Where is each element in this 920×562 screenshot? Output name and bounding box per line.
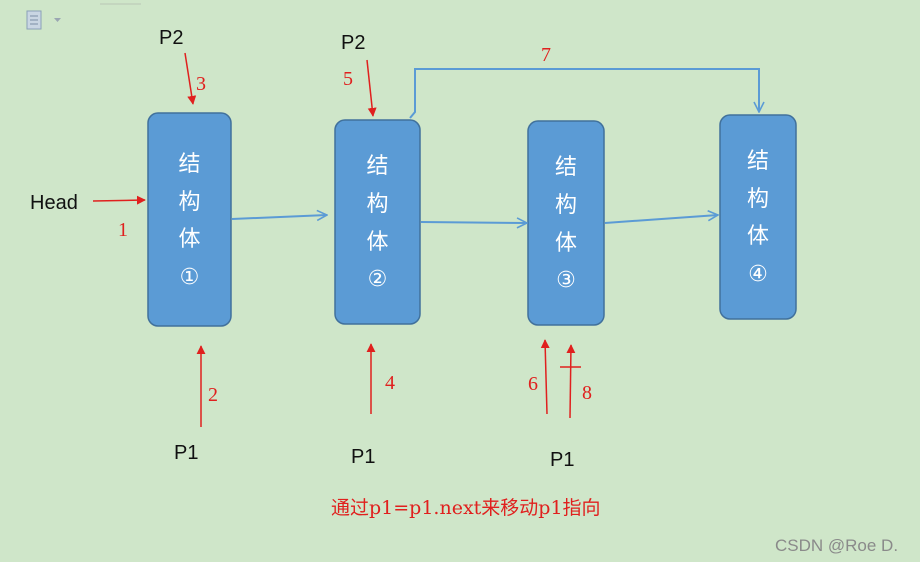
step-4: 4 [385, 372, 395, 394]
node-1-number: ① [180, 265, 200, 290]
head-label: Head [30, 192, 78, 214]
node-3-char-1: 结 [555, 155, 577, 180]
step-6: 6 [528, 373, 538, 395]
link-arrow-3-4 [604, 215, 718, 224]
p1-arrow-3 [540, 339, 550, 415]
watermark: CSDN @Roe D. [775, 536, 898, 555]
node-1-char-1: 结 [178, 152, 200, 177]
step-1: 1 [118, 219, 128, 241]
node-3: 结 构 体 ③ [527, 120, 605, 326]
node-2-char-3: 体 [366, 230, 388, 255]
node-2-char-2: 构 [366, 192, 388, 217]
node-1: 结 构 体 ① [147, 112, 232, 327]
head-arrow [92, 195, 146, 205]
step-2: 2 [208, 384, 218, 406]
node-4-char-3: 体 [747, 224, 769, 249]
node-2-number: ② [368, 267, 388, 292]
link-arrow-2-4-bypass [409, 68, 759, 119]
step-7: 7 [541, 44, 551, 66]
node-4-number: ④ [748, 262, 768, 287]
p2-label-1: P2 [159, 27, 183, 49]
node-1-char-2: 构 [178, 190, 200, 215]
p2-arrow-2 [366, 59, 377, 117]
node-2-char-1: 结 [366, 154, 388, 179]
node-3-char-3: 体 [555, 231, 577, 256]
step-8: 8 [582, 382, 592, 404]
document-icon[interactable] [26, 10, 42, 30]
chevron-down-icon[interactable] [54, 18, 61, 22]
node-1-char-3: 体 [178, 227, 200, 252]
caption: 通过p1=p1.next来移动p1指向 [331, 497, 601, 519]
node-2: 结 构 体 ② [334, 119, 421, 325]
node-3-char-2: 构 [555, 193, 577, 218]
link-arrow-2-3 [420, 222, 527, 223]
link-arrow-1-2 [231, 215, 327, 219]
node-4-char-1: 结 [747, 149, 769, 174]
step-3: 3 [196, 73, 206, 95]
p2-arrow-1 [184, 52, 197, 105]
node-4-char-2: 构 [747, 187, 769, 212]
p2-label-2: P2 [341, 32, 365, 54]
p1-label-1: P1 [174, 442, 198, 464]
p1-arrow-4 [566, 344, 576, 419]
node-3-number: ③ [556, 268, 576, 293]
p1-label-2: P1 [351, 446, 375, 468]
step-5: 5 [343, 68, 353, 90]
node-4: 结 构 体 ④ [719, 114, 797, 320]
p1-label-3: P1 [550, 449, 574, 471]
